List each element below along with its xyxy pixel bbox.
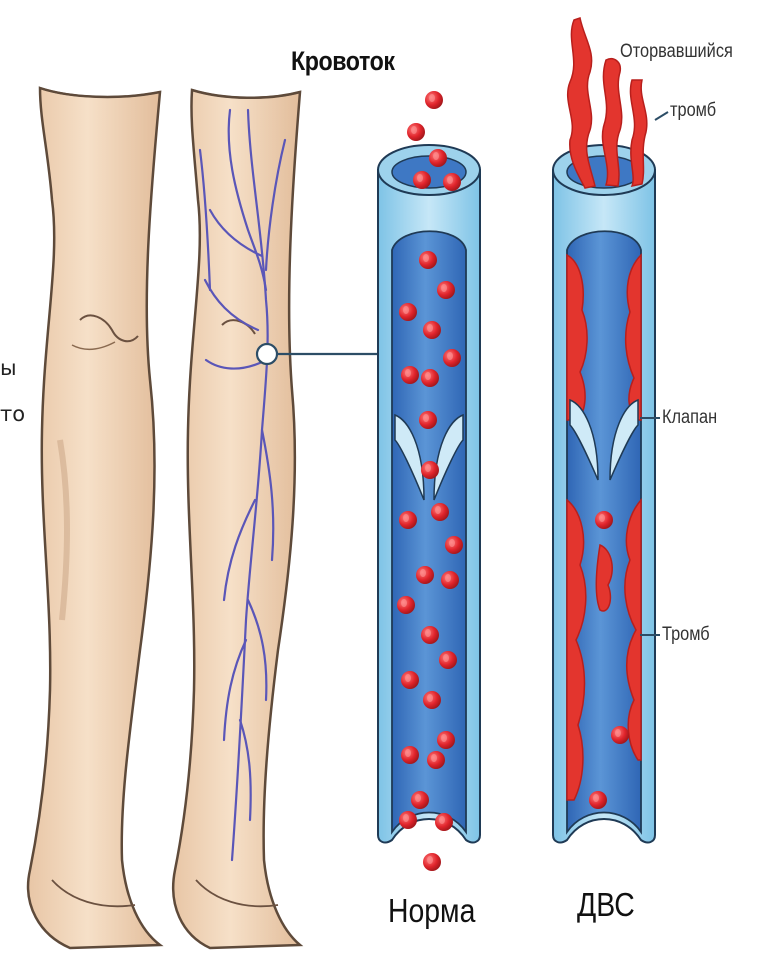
leader-detached <box>655 112 668 120</box>
cut-off-text-1: ы <box>0 356 17 380</box>
label-detached-thrombus-line1: Оторвавшийся <box>620 41 733 63</box>
cut-off-text-2: то <box>0 402 25 426</box>
label-thrombus: Тромб <box>662 624 710 646</box>
dic-vessel <box>553 18 655 842</box>
label-detached-thrombus-line2: тромб <box>670 100 716 122</box>
normal-vessel <box>378 91 480 871</box>
vein-highlight-marker <box>257 344 277 364</box>
right-leg-illustration <box>173 90 300 948</box>
left-leg-illustration <box>28 88 160 948</box>
label-dic: ДВС <box>577 886 635 924</box>
label-valve: Клапан <box>662 407 717 429</box>
label-blood-flow: Кровоток <box>291 46 395 77</box>
label-normal: Норма <box>388 892 475 930</box>
